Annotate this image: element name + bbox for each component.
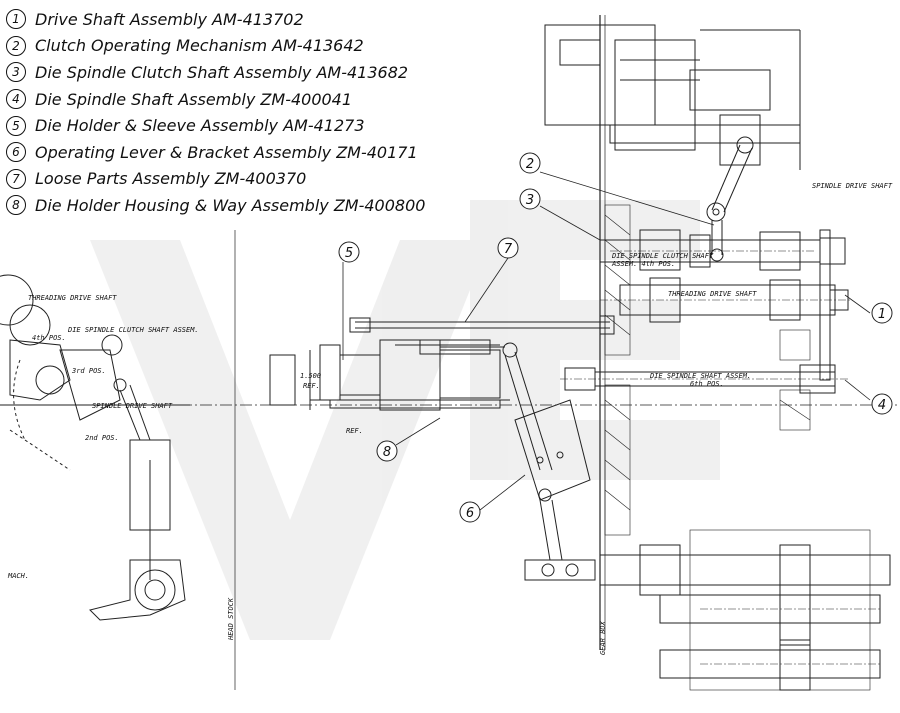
- callout-7: 7: [497, 237, 519, 259]
- tie-rod: [349, 315, 615, 335]
- die-spindle-shaft: [560, 364, 850, 394]
- legend-text: Die Spindle Shaft Assembly ZM-400041: [35, 89, 353, 109]
- label-die-spindle-shaft-assem: DIE SPINDLE SHAFT ASSEM.: [649, 372, 751, 380]
- svg-text:8: 8: [383, 445, 391, 460]
- svg-text:6: 6: [466, 506, 474, 521]
- left-side-view: [0, 274, 190, 621]
- callout-4: 4: [871, 393, 893, 415]
- legend-number: 5: [6, 115, 26, 136]
- legend-item: 4 Die Spindle Shaft Assembly ZM-400041: [6, 86, 425, 113]
- svg-text:2: 2: [526, 157, 534, 172]
- legend-item: 2 Clutch Operating Mechanism AM-413642: [6, 33, 425, 60]
- legend-text: Loose Parts Assembly ZM-400370: [35, 169, 307, 189]
- parts-legend: 1 Drive Shaft Assembly AM-413702 2 Clutc…: [6, 6, 426, 219]
- legend-number: 6: [6, 142, 26, 163]
- legend-item: 5 Die Holder & Sleeve Assembly AM-41273: [6, 112, 425, 139]
- callout-6: 6: [459, 501, 481, 523]
- legend-number: 2: [6, 35, 26, 56]
- callout-5: 5: [338, 241, 360, 263]
- callout-2: 2: [519, 152, 541, 174]
- legend-text: Die Spindle Clutch Shaft Assembly AM-413…: [35, 62, 409, 82]
- label-clutch-shaft-left: DIE SPINDLE CLUTCH SHAFT ASSEM.: [67, 326, 199, 334]
- label-spindle-drive-left: SPINDLE DRIVE SHAFT: [92, 402, 173, 410]
- threading-drive-shaft: [600, 229, 850, 381]
- legend-number: 8: [6, 195, 26, 216]
- label-dim-1500: 1.500: [300, 372, 321, 380]
- legend-text: Operating Lever & Bracket Assembly ZM-40…: [35, 142, 418, 162]
- svg-text:5: 5: [345, 246, 353, 261]
- clutch-linkage: [706, 144, 753, 262]
- label-threading-drive-shaft: THREADING DRIVE SHAFT: [668, 290, 757, 298]
- svg-text:4: 4: [878, 398, 886, 413]
- legend-number: 1: [6, 9, 26, 30]
- legend-item: 1 Drive Shaft Assembly AM-413702: [6, 6, 425, 33]
- legend-text: Clutch Operating Mechanism AM-413642: [35, 36, 364, 56]
- label-spindle-drive-shaft: SPINDLE DRIVE SHAFT: [812, 182, 893, 190]
- label-assem-4th-pos: ASSEM. 4th POS.: [611, 260, 675, 268]
- label-6th-pos: 6th POS.: [690, 380, 724, 388]
- wall-section: [604, 204, 811, 536]
- drawing-labels: SPINDLE DRIVE SHAFT THREADING DRIVE SHAF…: [7, 182, 893, 655]
- legend-text: Drive Shaft Assembly AM-413702: [35, 9, 304, 29]
- label-pos-4: 4th POS.: [32, 334, 66, 342]
- legend-item: 3 Die Spindle Clutch Shaft Assembly AM-4…: [6, 59, 425, 86]
- label-pos-3: 3rd POS.: [71, 367, 106, 375]
- svg-text:1: 1: [878, 307, 886, 322]
- label-threading-drive-shaft-left: THREADING DRIVE SHAFT: [28, 294, 117, 302]
- legend-item: 8 Die Holder Housing & Way Assembly ZM-4…: [6, 192, 426, 219]
- legend-item: 7 Loose Parts Assembly ZM-400370: [6, 166, 425, 193]
- label-half-ref: REF.: [346, 427, 363, 435]
- operating-lever: [504, 351, 596, 581]
- callout-8: 8: [376, 440, 398, 462]
- svg-text:7: 7: [504, 242, 513, 257]
- legend-text: Die Holder & Sleeve Assembly AM-41273: [35, 116, 365, 136]
- label-gear-box: GEAR BOX: [599, 620, 607, 655]
- legend-item: 6 Operating Lever & Bracket Assembly ZM-…: [6, 139, 425, 166]
- legend-text: Die Holder Housing & Way Assembly ZM-400…: [35, 195, 426, 215]
- legend-number: 4: [6, 89, 26, 110]
- label-ref: REF.: [303, 382, 320, 390]
- die-holder: [269, 339, 518, 411]
- gear-box: [599, 529, 891, 691]
- callouts: 1 2 3 4 5 6 7 8: [338, 152, 893, 523]
- label-mach: MACH.: [7, 572, 29, 580]
- svg-text:3: 3: [526, 193, 534, 208]
- leader-lines: [342, 171, 871, 511]
- label-clutch-shaft: DIE SPINDLE CLUTCH SHAFT: [611, 252, 714, 260]
- label-pos-2: 2nd POS.: [85, 434, 119, 442]
- top-housing: [544, 24, 801, 170]
- legend-number: 7: [6, 168, 26, 189]
- callout-3: 3: [519, 188, 541, 210]
- legend-number: 3: [6, 62, 26, 83]
- callout-1: 1: [871, 302, 893, 324]
- label-head-stock: HEAD STOCK: [227, 597, 235, 641]
